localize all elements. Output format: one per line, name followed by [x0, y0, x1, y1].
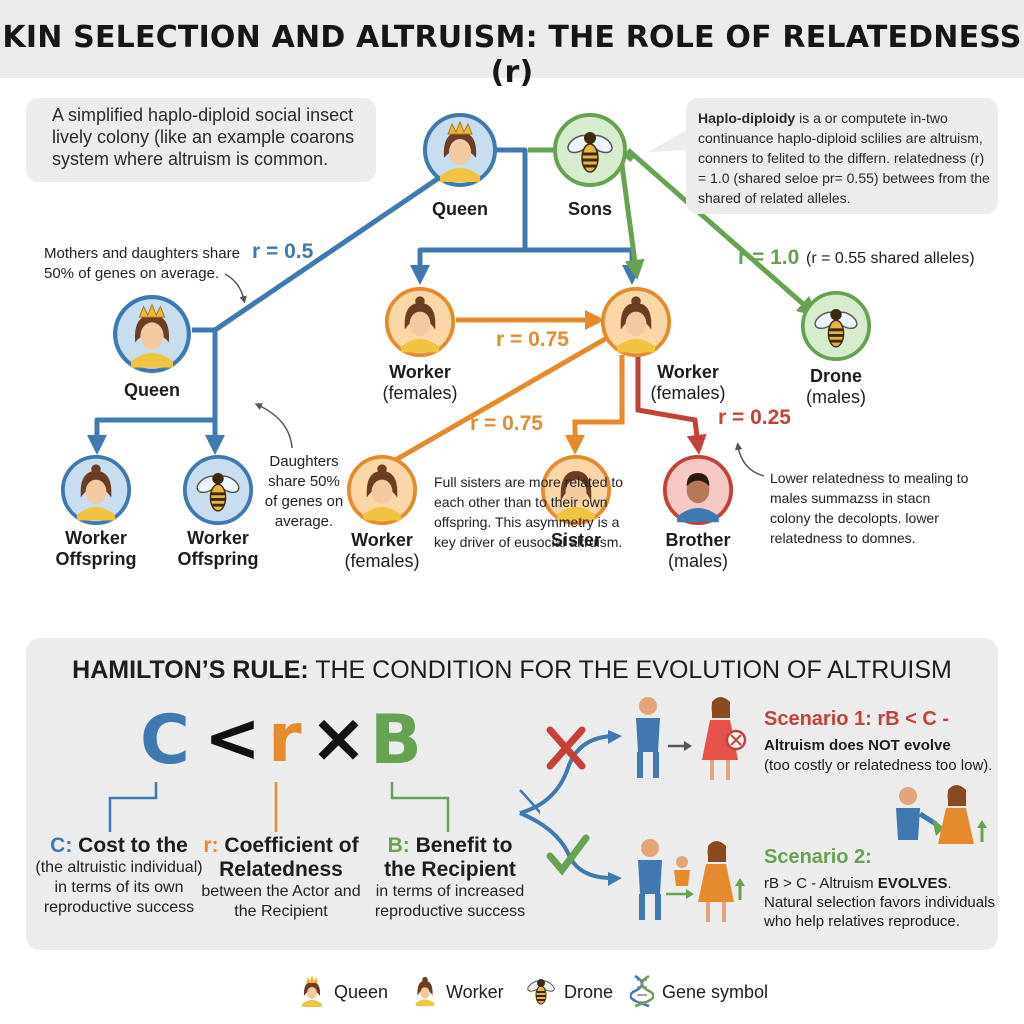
- note-daughters: Daughters share 50% of genes on average.: [264, 453, 344, 530]
- scenario1-text: (too costly or relatedness too low).: [764, 757, 993, 774]
- node-brother: Brother(males): [665, 530, 731, 571]
- r-queen-daughter: r = 0.5: [252, 240, 314, 263]
- scenario2-text: rB > C - Altruism EVOLVES. Natural selec…: [764, 875, 995, 930]
- worker-icon: [60, 454, 132, 526]
- scenario-graphics: [519, 697, 747, 922]
- legend-worker: Worker: [446, 982, 504, 1002]
- worker-icon: [600, 286, 672, 358]
- r-sons-drone: r = 1.0: [738, 246, 800, 269]
- male-icon: [662, 454, 734, 526]
- hamilton-title: HAMILTON’S RULE: THE CONDITION FOR THE E…: [72, 656, 952, 684]
- title-band: [0, 0, 1024, 78]
- node-worker-offspring-1: Worker Offspring: [55, 528, 137, 569]
- note-lower-relatedness: Lower relatedness to mealing to males su…: [770, 470, 969, 546]
- scenario1-bold: Altruism does NOT evolve: [764, 737, 951, 754]
- legend-queen: Queen: [334, 982, 389, 1002]
- helping-figures: [896, 785, 987, 844]
- r-worker-brother: r = 0.25: [718, 406, 791, 429]
- queen-icon: [302, 975, 322, 1007]
- node-queen-left: Queen: [123, 380, 180, 400]
- legend-gene-symbol: Gene symbol: [662, 982, 769, 1002]
- worker-icon: [540, 454, 612, 526]
- node-sons-top: Sons: [567, 199, 612, 219]
- haplodiploidy-body: is a or computete in-two continuance hap…: [698, 110, 990, 206]
- relationship-lines: [87, 128, 818, 477]
- note-full-sisters: Full sisters are more related to each ot…: [434, 474, 624, 550]
- cross-icon: [546, 726, 586, 770]
- formula-less-than: <: [204, 699, 261, 778]
- node-worker-mid-left: Worker(females): [382, 362, 458, 403]
- bee-icon: [527, 979, 555, 1005]
- note-mothers-daughters: Mothers and daughters share 50% of genes…: [44, 245, 240, 282]
- haplodiploidy-text: Haplo-diploidy is a or computete in-two …: [698, 108, 990, 208]
- scenario2-title: Scenario 2:: [764, 846, 872, 868]
- formula-connectors: [108, 782, 540, 832]
- worker-icon: [384, 286, 456, 358]
- legend-drone: Drone: [564, 982, 614, 1002]
- node-queen-top: Queen: [431, 199, 488, 219]
- scenario1-title: Scenario 1: rB < C -: [764, 708, 950, 730]
- node-sister: Sister: [550, 530, 602, 550]
- hamilton-panel: [26, 638, 998, 950]
- queen-icon: [423, 113, 497, 187]
- formula-times: ×: [310, 699, 367, 778]
- haplodiploidy-lead: Haplo-diploidy: [698, 110, 796, 126]
- formula-b: B: [370, 701, 422, 780]
- formula-c: C: [140, 701, 190, 780]
- node-worker-offspring-2: Worker Offspring: [177, 528, 259, 569]
- bee-icon: [553, 113, 627, 187]
- node-drone: Drone(males): [805, 366, 866, 407]
- worker-icon: [346, 454, 418, 526]
- haplodiploidy-callout: Haplo-diploidy is a or computete in-two …: [686, 98, 998, 214]
- colony-description-text: A simplified haplo-diploid social insect…: [52, 105, 355, 169]
- bee-icon: [800, 290, 872, 362]
- worker-icon: [415, 976, 435, 1006]
- dna-icon: [630, 974, 654, 1008]
- check-icon: [546, 834, 590, 876]
- formula-r: r: [268, 699, 302, 778]
- r-worker-sister: r = 0.75: [470, 412, 543, 435]
- node-worker-bottom: Worker(females): [344, 530, 420, 571]
- page-title: KIN SELECTION AND ALTRUISM: THE ROLE OF …: [2, 20, 1022, 90]
- bee-icon: [182, 454, 254, 526]
- term-cost: C: Cost to the (the altruistic individua…: [35, 834, 203, 916]
- r-worker-worker: r = 0.75: [496, 328, 569, 351]
- r-sons-drone-note: (r = 0.55 shared alleles): [806, 250, 975, 267]
- queen-icon: [113, 295, 191, 373]
- colony-description-callout: A simplified haplo-diploid social insect…: [26, 98, 376, 182]
- node-worker-mid-right: Worker(females): [650, 362, 726, 403]
